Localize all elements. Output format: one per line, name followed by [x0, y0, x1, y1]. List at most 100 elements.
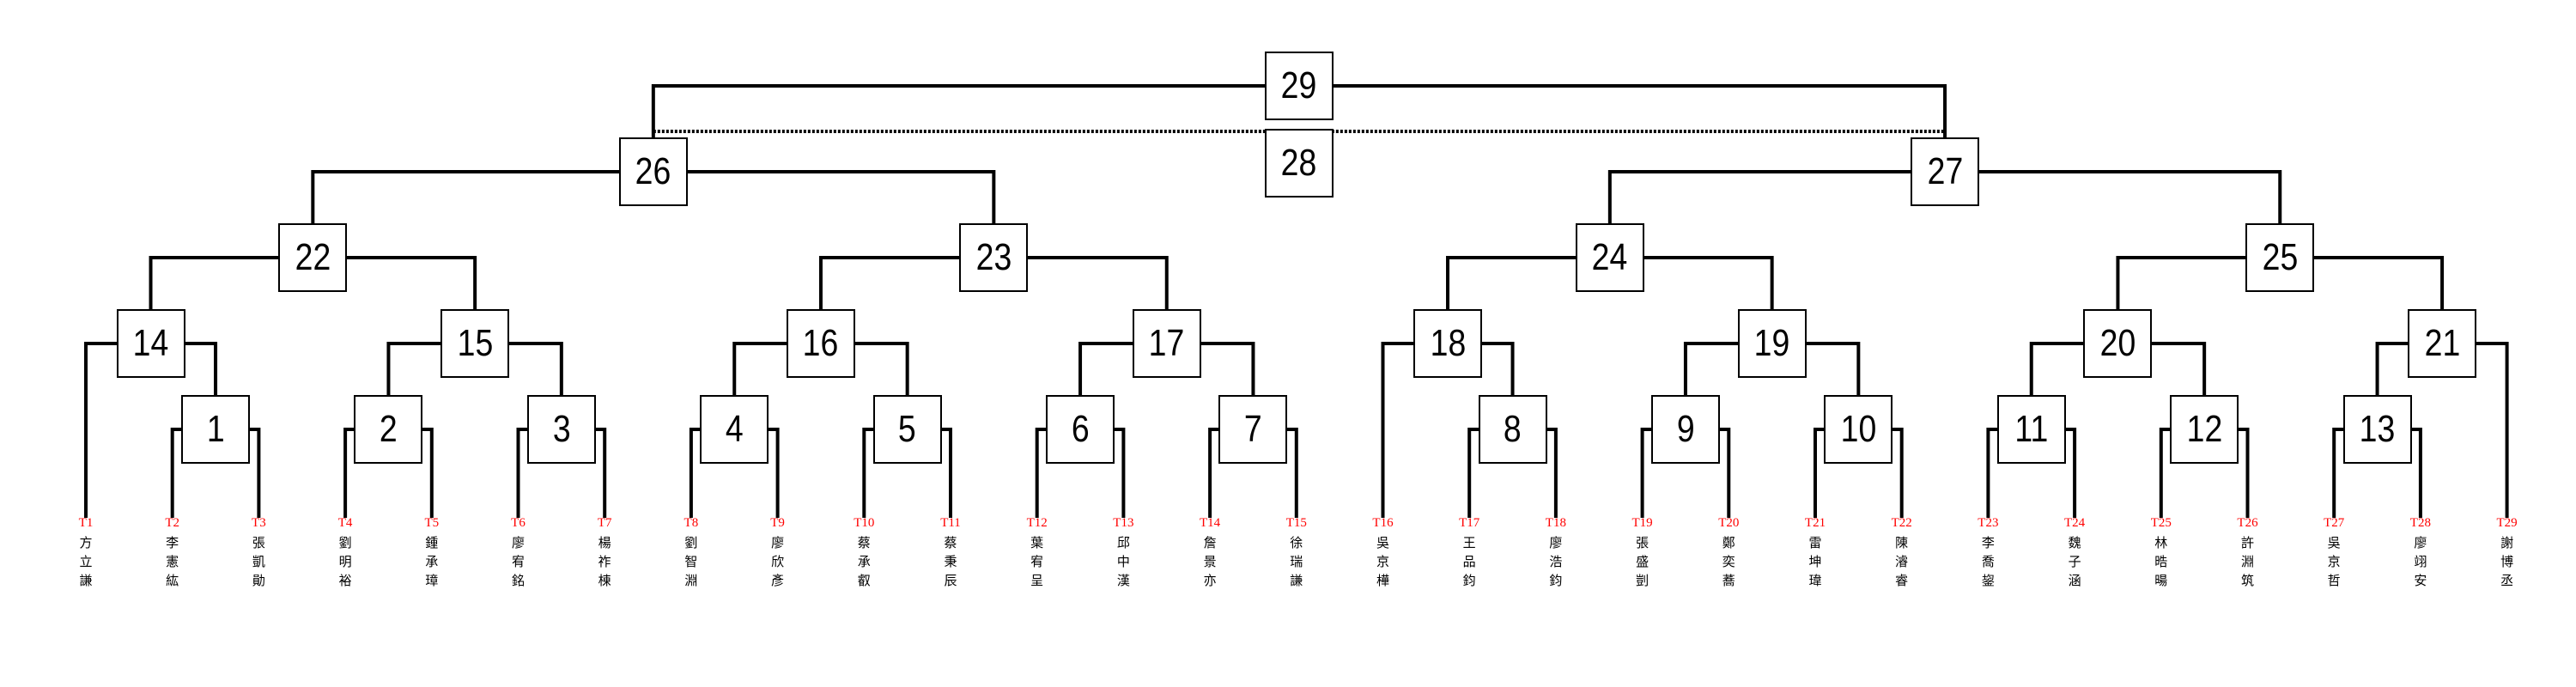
team-name: 楊祚棟	[598, 535, 611, 588]
team-name: 雷坤瑋	[1808, 535, 1822, 588]
team-id: T13	[1113, 516, 1134, 530]
team-name: 張凱勛	[252, 535, 265, 588]
team-name: 廖翊安	[2414, 535, 2427, 588]
match-number: 18	[1430, 322, 1466, 364]
match-number: 27	[1927, 150, 1963, 192]
match-number: 2	[380, 408, 398, 450]
team-id: T12	[1026, 516, 1048, 530]
team-id: T20	[1718, 516, 1740, 530]
team-name: 蔡承叡	[857, 535, 871, 588]
match-number: 9	[1676, 408, 1695, 450]
match-box: 3	[526, 395, 596, 464]
team-id: T24	[2064, 516, 2086, 530]
match-box: 14	[116, 309, 185, 378]
team-id: T3	[252, 516, 266, 530]
team-entry: T13 邱中漢	[1106, 515, 1140, 590]
match-number: 4	[725, 408, 744, 450]
match-box: 17	[1132, 309, 1201, 378]
match-number: 8	[1504, 408, 1522, 450]
team-id: T4	[337, 516, 353, 530]
match-box: 1	[181, 395, 251, 464]
match-number: 3	[552, 408, 571, 450]
match-number: 6	[1071, 408, 1090, 450]
match-box: 18	[1413, 309, 1483, 378]
match-box: 20	[2083, 309, 2153, 378]
team-name: 廖欣彥	[771, 535, 785, 588]
team-id: T21	[1804, 516, 1826, 530]
team-id: T6	[511, 516, 526, 530]
team-name: 徐瑞謙	[1290, 535, 1303, 588]
match-number: 26	[635, 150, 671, 192]
team-id: T17	[1459, 516, 1480, 530]
match-box: 7	[1218, 395, 1288, 464]
team-id: T19	[1631, 516, 1653, 530]
team-id: T14	[1200, 516, 1221, 530]
match-box: 22	[278, 223, 348, 292]
team-id: T11	[940, 516, 961, 530]
team-name: 張盛剴	[1636, 535, 1649, 588]
match-box: 9	[1650, 395, 1720, 464]
team-name: 方立謙	[79, 535, 93, 588]
team-entry: T17 王品鈞	[1452, 515, 1486, 590]
match-number: 14	[132, 322, 169, 364]
team-name: 葉宥呈	[1030, 535, 1044, 588]
match-number: 15	[457, 322, 493, 364]
match-number: 5	[898, 408, 917, 450]
match-number: 12	[2186, 408, 2222, 450]
match-number: 20	[2099, 322, 2136, 364]
team-id: T15	[1285, 516, 1307, 530]
team-entry: T14 詹景亦	[1193, 515, 1227, 590]
team-name: 詹景亦	[1203, 535, 1217, 588]
team-id: T8	[683, 516, 699, 530]
match-box: 15	[440, 309, 510, 378]
match-box: 23	[959, 223, 1029, 292]
match-box: 27	[1911, 137, 1980, 206]
team-id: T2	[165, 516, 180, 530]
match-box: 10	[1824, 395, 1893, 464]
team-name: 李憲紘	[166, 535, 179, 588]
match-box: 25	[2245, 223, 2315, 292]
match-number: 17	[1148, 322, 1185, 364]
match-box: 4	[700, 395, 769, 464]
team-name: 廖宥銘	[511, 535, 525, 588]
team-name: 許淵筑	[2240, 535, 2254, 588]
team-entry: T22 陳濬睿	[1885, 515, 1919, 590]
team-id: T16	[1372, 516, 1394, 530]
team-id: T9	[770, 516, 785, 530]
match-box: 8	[1478, 395, 1547, 464]
team-entry: T21 雷坤瑋	[1798, 515, 1832, 590]
match-box: 11	[1996, 395, 2066, 464]
team-entry: T12 葉宥呈	[1020, 515, 1054, 590]
team-name: 王品鈞	[1462, 535, 1476, 588]
team-name: 李喬鋆	[1981, 535, 1995, 588]
match-box: 29	[1264, 52, 1334, 120]
match-number: 22	[295, 236, 331, 278]
team-name: 吳京哲	[2327, 535, 2341, 588]
team-entry: T2 李憲紘	[155, 515, 190, 590]
match-number: 29	[1281, 64, 1317, 106]
match-number: 28	[1281, 142, 1317, 184]
match-box: 28	[1264, 129, 1334, 198]
team-name: 邱中漢	[1116, 535, 1130, 588]
match-box: 26	[618, 137, 688, 206]
match-box: 12	[2170, 395, 2239, 464]
team-name: 陳濬睿	[1895, 535, 1909, 588]
match-box: 21	[2408, 309, 2477, 378]
team-entry: T3 張凱勛	[241, 515, 276, 590]
match-number: 13	[2359, 408, 2396, 450]
team-id: T28	[2409, 516, 2431, 530]
team-id: T29	[2496, 516, 2518, 530]
match-box: 5	[872, 395, 942, 464]
team-id: T22	[1891, 516, 1912, 530]
match-box: 13	[2342, 395, 2412, 464]
match-number: 23	[975, 236, 1012, 278]
